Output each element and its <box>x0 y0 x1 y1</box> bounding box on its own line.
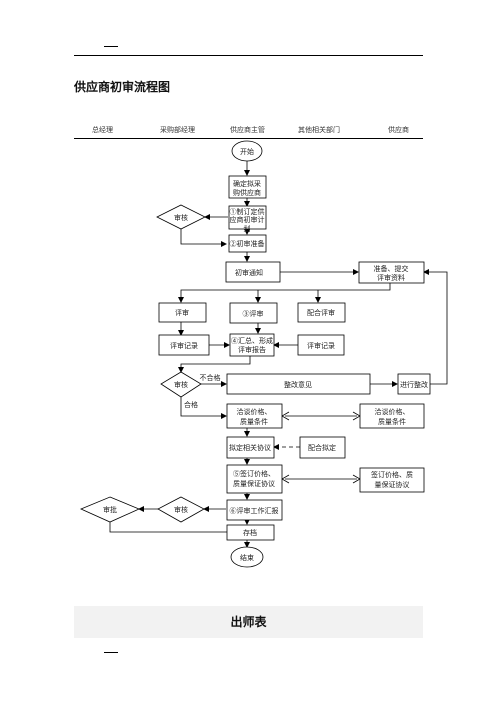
end-label: 结束 <box>240 553 254 562</box>
lane-general-manager: 总经理 <box>92 126 113 134</box>
bottom-section-title: 出师表 <box>74 606 423 638</box>
review-right-label: 配合评审 <box>307 308 335 317</box>
negotiate-supplier-label-1: 洽谈价格、 <box>375 407 410 416</box>
pass-label: 合格 <box>184 400 198 409</box>
negotiate-supplier-label-2: 质量条件 <box>378 417 406 426</box>
notice-box <box>225 261 281 283</box>
audit1-label: 审核 <box>174 213 188 222</box>
record-right-label: 评审记录 <box>307 341 335 350</box>
start-node <box>231 140 263 162</box>
cooperate-draft-box <box>299 436 346 459</box>
fail-label: 不合格 <box>200 373 221 382</box>
approve-diamond <box>79 496 141 523</box>
plan-label-2: 应商初审计 <box>230 215 265 224</box>
supplier-prep-label-1: 准备、提交 <box>374 264 409 273</box>
archive-box <box>226 524 275 541</box>
plan-box <box>228 205 267 230</box>
rectify-box <box>397 373 431 395</box>
lane-purchasing-manager: 采购部经理 <box>160 126 195 134</box>
review-mid-box <box>229 302 278 324</box>
negotiate-label-2: 质量条件 <box>240 417 268 426</box>
draft-label: 拟定相关协议 <box>229 443 271 452</box>
confirm-supplier-box <box>228 175 267 199</box>
report-label: ⑥评审工作汇报 <box>230 506 279 515</box>
prep-box <box>228 234 267 253</box>
audit3-label: 审核 <box>174 505 188 514</box>
sign-supplier-label-2: 量保证协议 <box>375 480 410 489</box>
summary-box <box>229 333 275 357</box>
summary-label-2: 评审报告 <box>238 345 266 354</box>
lane-supplier-supervisor: 供应商主管 <box>230 126 265 134</box>
negotiate-supplier-box <box>359 403 425 429</box>
archive-label: 存档 <box>243 528 257 537</box>
summary-label-1: ④汇总、形成 <box>231 336 273 345</box>
header-line-short <box>104 46 118 47</box>
audit3-diamond <box>157 496 205 523</box>
plan-label-3: 划 <box>244 224 251 233</box>
lane-supplier: 供应商 <box>388 126 409 134</box>
end-node <box>230 546 264 568</box>
sign-supplier-label-1: 签订价格、质 <box>371 470 413 479</box>
header-line <box>74 55 423 56</box>
sign-supplier-box <box>359 467 425 493</box>
review-right-box <box>297 302 346 323</box>
review-mid-label: ③评审 <box>243 309 264 318</box>
supplier-prep-box <box>358 261 425 284</box>
draft-box <box>226 436 275 459</box>
cooperate-draft-label: 配合拟定 <box>308 443 336 452</box>
review-left-label: 评审 <box>175 308 189 317</box>
confirm-label-1: 确定拟采 <box>233 179 261 188</box>
approve-label: 审批 <box>103 505 117 514</box>
sign-label-2: 质量保证协议 <box>233 479 275 488</box>
rectify-opinion-label: 整改意见 <box>284 380 312 389</box>
sign-label-1: ⑤签订价格、 <box>233 469 275 478</box>
page-title: 供应商初审流程图 <box>74 80 171 94</box>
plan-label-1: ①制订定供 <box>230 207 265 216</box>
record-right-box <box>297 334 345 356</box>
negotiate-box <box>226 403 283 429</box>
sign-box <box>226 464 283 494</box>
report-box <box>226 499 283 521</box>
rectify-label: 进行整改 <box>400 380 428 389</box>
lane-other-departments: 其他相关部门 <box>298 126 340 134</box>
audit2-diamond <box>160 371 202 398</box>
negotiate-label-1: 洽谈价格、 <box>237 407 272 416</box>
start-label: 开始 <box>240 147 254 156</box>
footer-line-short <box>104 652 118 653</box>
supplier-prep-label-2: 评审资料 <box>377 273 405 282</box>
record-left-box <box>158 334 210 356</box>
prep-label: ②初审准备 <box>230 239 265 248</box>
review-left-box <box>158 302 207 323</box>
audit1-diamond <box>156 204 206 230</box>
lane-header-line <box>74 138 423 139</box>
audit2-label: 审核 <box>174 380 188 389</box>
rectify-opinion-box <box>226 373 371 395</box>
notice-label: 初审通知 <box>235 268 263 277</box>
record-left-label: 评审记录 <box>170 341 198 350</box>
confirm-label-2: 购供应商 <box>233 188 261 197</box>
